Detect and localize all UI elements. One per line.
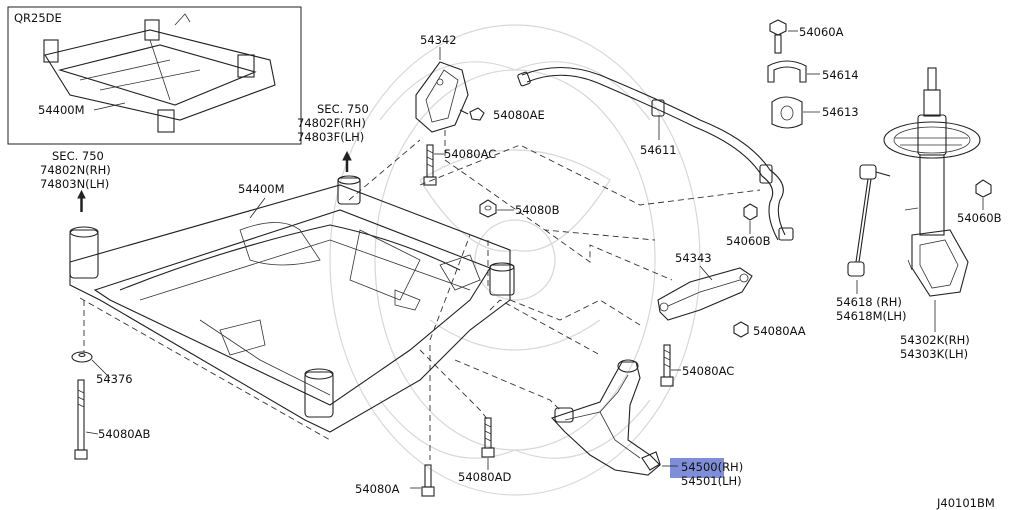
bolt-54060a: [769, 19, 787, 54]
stay-54343: [657, 267, 753, 321]
lower-control-arm-54500: [551, 359, 661, 476]
nut-54060b-bar: [743, 203, 758, 221]
highlight-54500: [670, 458, 724, 478]
sec750-left-title: SEC. 750: [52, 149, 104, 163]
sec750-left-lh: 74803N(LH): [40, 177, 109, 191]
clamp-54614: [767, 60, 807, 83]
inset-engine-label: QR25DE: [14, 11, 62, 25]
inset-part-label: 54400M: [38, 103, 85, 117]
stabilizer-link-54618: [847, 164, 891, 277]
label-54614: 54614: [822, 68, 859, 82]
label-54611: 54611: [640, 143, 677, 157]
label-54500[interactable]: 54500(RH): [681, 460, 743, 474]
sec750-mid-title: SEC. 750: [317, 102, 369, 116]
stabilizer-bar-54611: [517, 66, 794, 241]
label-54376: 54376: [96, 372, 133, 386]
nut-54080b-mid: [479, 199, 497, 218]
label-54060b-bar: 54060B: [726, 234, 771, 248]
label-54080ae: 54080AE: [493, 108, 545, 122]
sec750-mid-reference: SEC. 750 74802F(RH) 74803F(LH): [297, 102, 369, 172]
label-54303k: 54303K(LH): [900, 347, 968, 361]
label-54501: 54501(LH): [681, 474, 742, 488]
front-suspension-member: [69, 130, 761, 460]
sec750-left-reference: SEC. 750 74802N(RH) 74803N(LH): [40, 149, 111, 212]
figure-id: J40101BM: [936, 496, 995, 510]
label-54060b-strut: 54060B: [957, 211, 1002, 225]
label-54613: 54613: [822, 105, 859, 119]
label-54080a: 54080A: [355, 482, 400, 496]
label-54343: 54343: [675, 251, 712, 265]
label-54060a: 54060A: [799, 25, 844, 39]
label-54080ac-top: 54080AC: [444, 147, 496, 161]
sec750-left-rh: 74802N(RH): [40, 163, 111, 177]
bolt-54080ad: [481, 417, 495, 458]
sec750-mid-lh: 74803F(LH): [297, 130, 364, 144]
inset-crossmember-drawing: [43, 13, 276, 133]
bolt-54080aa: [733, 321, 749, 338]
bolt-54080ab: [74, 379, 88, 460]
watermark-emblem: [329, 24, 701, 496]
sec750-mid-rh: 74802F(RH): [297, 116, 366, 130]
bolt-54080ac-low: [660, 344, 674, 387]
bracket-54342: [415, 61, 469, 133]
label-54080ac-low: 54080AC: [682, 364, 734, 378]
inset-qr25de: QR25DE 54400M: [7, 6, 302, 145]
label-54080aa: 54080AA: [753, 324, 806, 338]
label-54618: 54618 (RH): [836, 295, 902, 309]
nut-54060b-strut: [975, 179, 992, 198]
label-54618m: 54618M(LH): [836, 309, 907, 323]
bolt-54080a: [421, 464, 435, 497]
washer-54376: [71, 351, 93, 363]
strut-assembly-54302k: [883, 67, 981, 297]
bolt-54080ac-top: [423, 144, 437, 186]
label-54302k: 54302K(RH): [900, 333, 970, 347]
label-54080ad: 54080AD: [458, 470, 511, 484]
bushing-54613: [771, 96, 803, 129]
label-54342: 54342: [420, 33, 457, 47]
label-54400m: 54400M: [238, 182, 285, 196]
label-54080ab: 54080AB: [98, 427, 150, 441]
label-54080b-mid: 54080B: [515, 203, 560, 217]
bolt-54080ae: [459, 107, 485, 121]
